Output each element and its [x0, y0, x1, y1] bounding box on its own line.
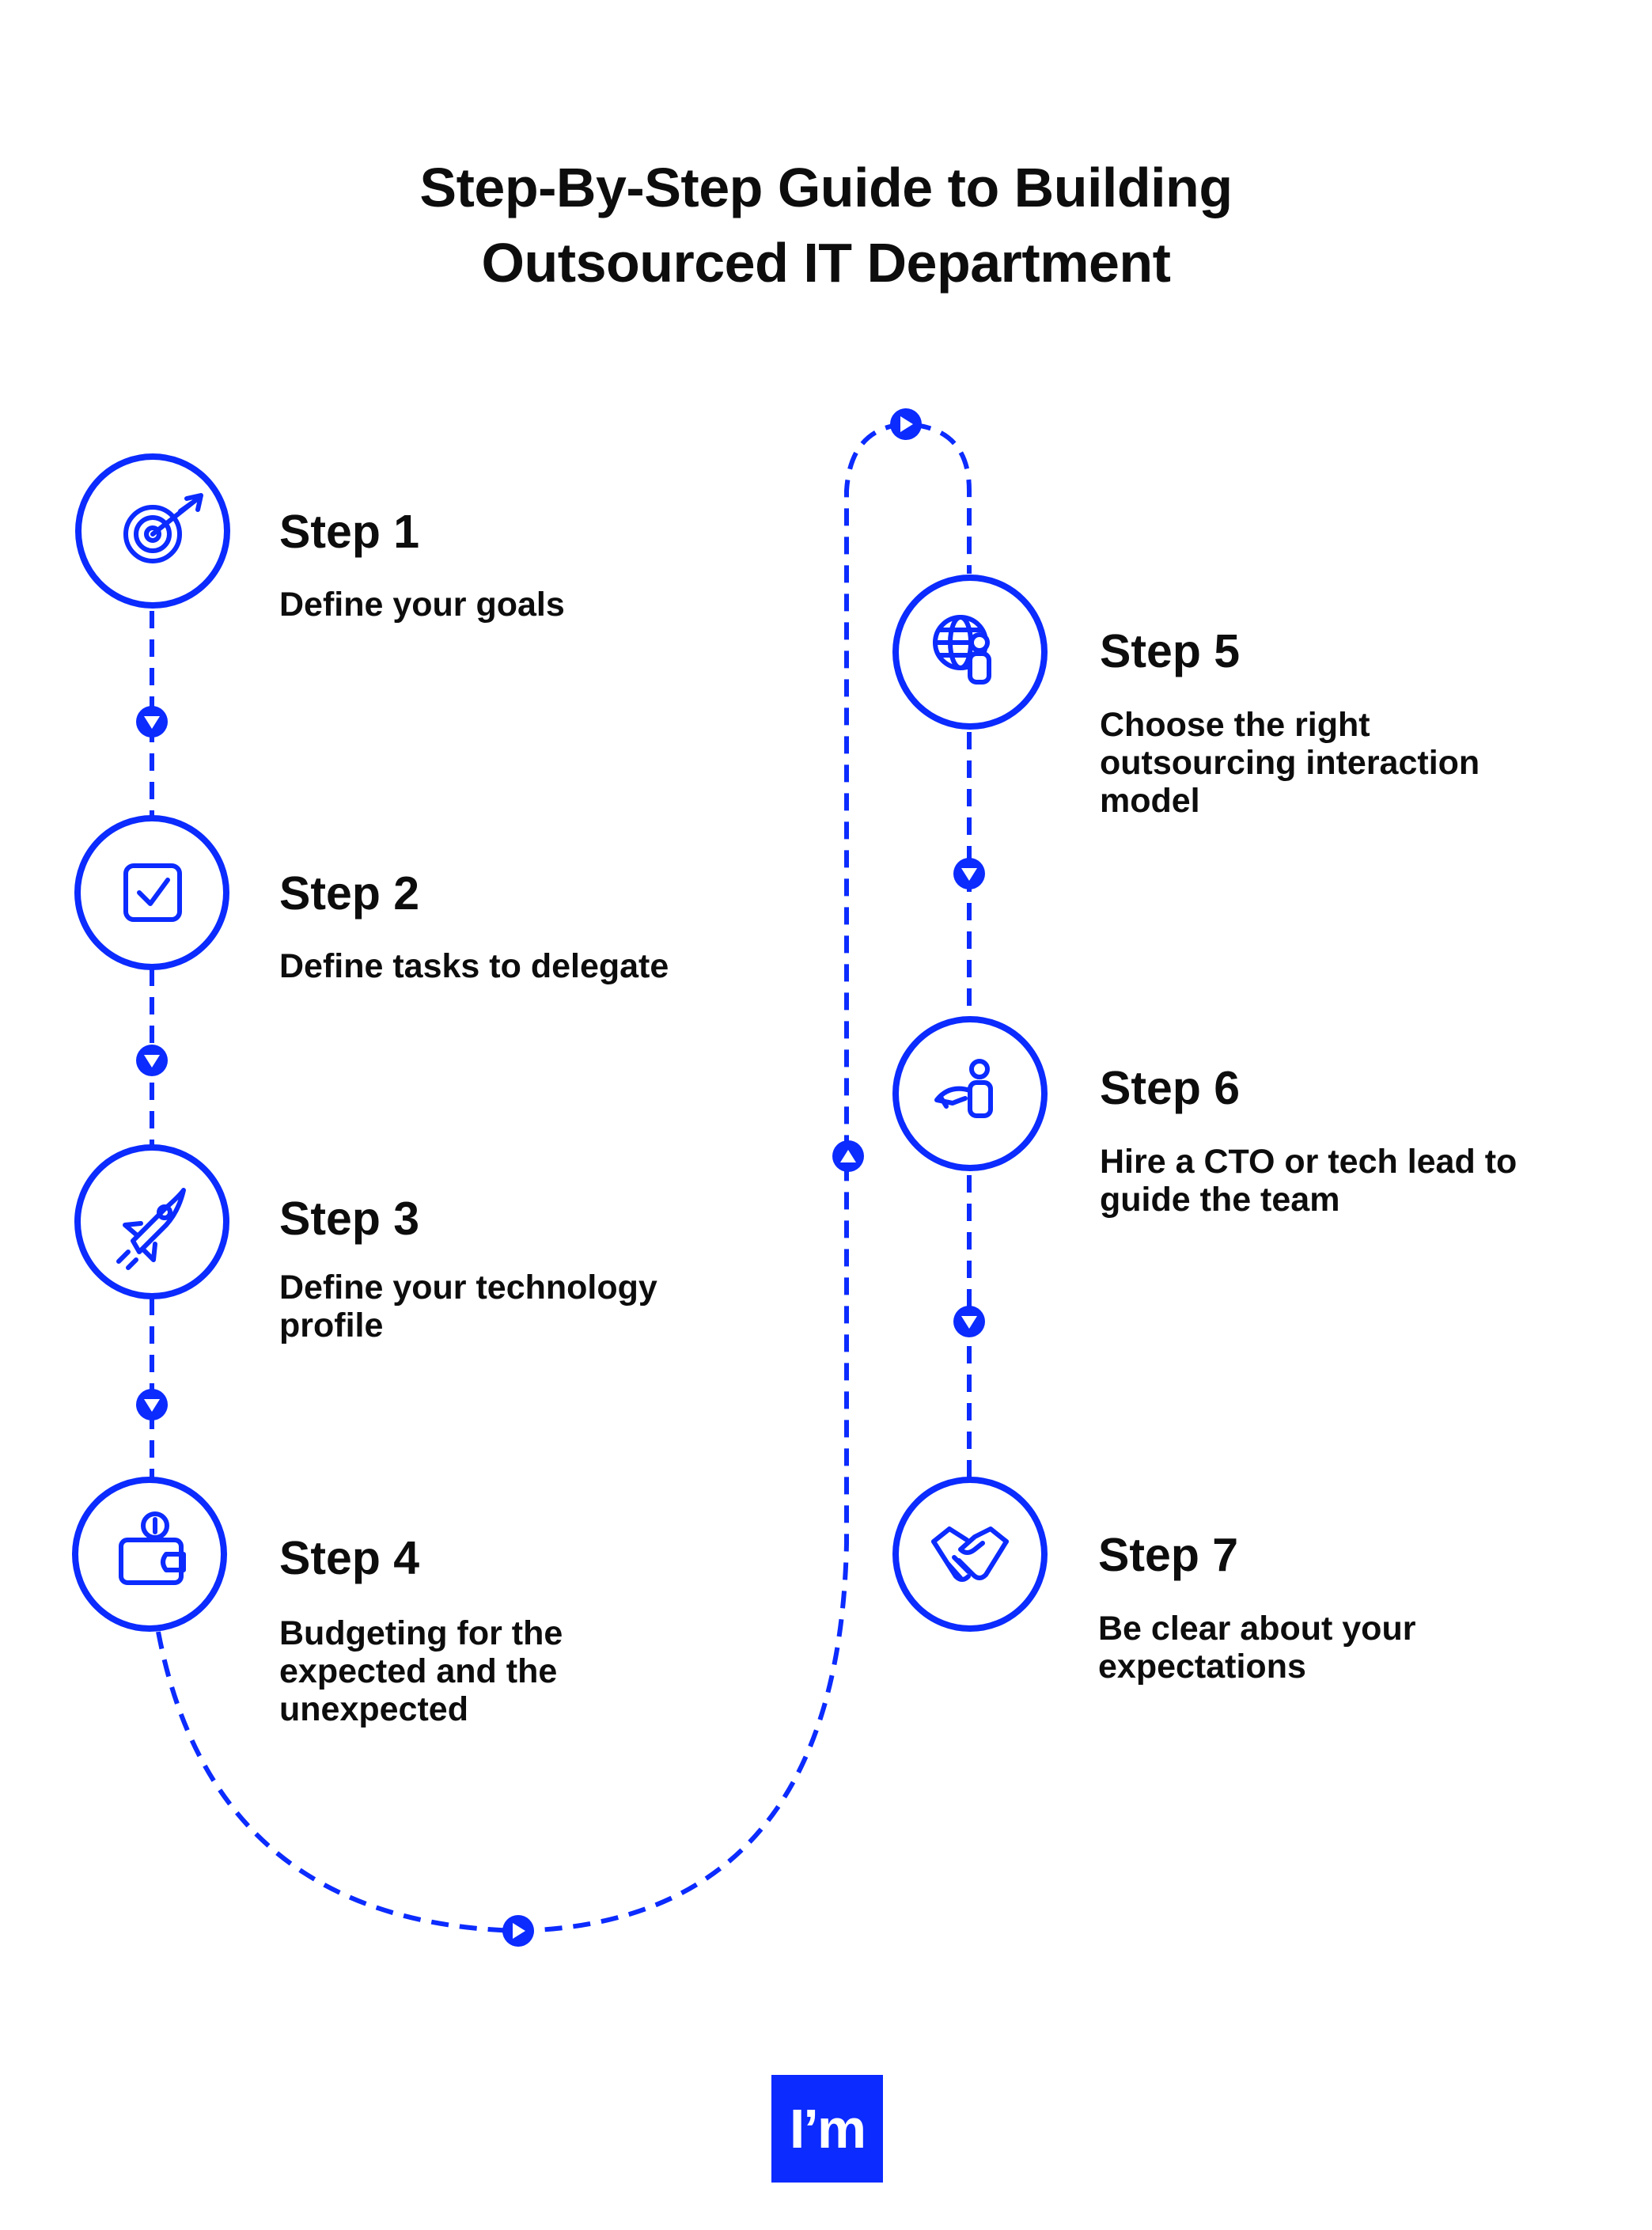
- person-hand-icon: [934, 1059, 993, 1118]
- step-2-circle: [74, 815, 229, 970]
- arrow-marker: [136, 706, 168, 738]
- arrow-marker: [953, 858, 985, 889]
- rocket-icon: [116, 1188, 186, 1270]
- step-1-heading: Step 1: [279, 506, 420, 558]
- arrow-marker: [953, 1306, 985, 1337]
- step-3-text: Define your technology profile: [279, 1269, 657, 1344]
- arrow-marker: [890, 408, 922, 440]
- step-5-heading: Step 5: [1100, 625, 1241, 677]
- title-line-1: Step-By-Step Guide to Building: [419, 157, 1233, 218]
- connector-4-5-loop: [156, 421, 972, 1934]
- step-4-heading: Step 4: [279, 1532, 420, 1584]
- arrow-marker: [136, 1045, 168, 1076]
- arrow-marker: [832, 1140, 864, 1172]
- step-2-heading: Step 2: [279, 867, 420, 920]
- brand-logo: I’m: [771, 2075, 883, 2183]
- step-4-circle: [72, 1477, 227, 1632]
- title-line-2: Outsourced IT Department: [481, 232, 1171, 294]
- target-arrow-icon: [123, 493, 203, 563]
- step-7-heading: Step 7: [1098, 1529, 1239, 1581]
- arrow-marker: [502, 1915, 534, 1947]
- wallet-coin-icon: [119, 1511, 186, 1585]
- step-7-text: Be clear about your expectations: [1098, 1610, 1416, 1686]
- step-3-heading: Step 3: [279, 1193, 420, 1245]
- handshake-icon: [931, 1526, 1009, 1582]
- page-title: Step-By-Step Guide to Building Outsource…: [193, 150, 1459, 301]
- step-2-text: Define tasks to delegate: [279, 947, 669, 985]
- globe-person-icon: [933, 615, 991, 685]
- checkbox-icon: [123, 863, 182, 922]
- step-5-text: Choose the right outsourcing interaction…: [1100, 706, 1480, 820]
- arrow-marker: [136, 1389, 168, 1420]
- step-6-text: Hire a CTO or tech lead to guide the tea…: [1100, 1143, 1517, 1219]
- step-4-text: Budgeting for the expected and the unexp…: [279, 1614, 563, 1728]
- step-1-circle: [75, 453, 230, 609]
- step-6-heading: Step 6: [1100, 1062, 1241, 1114]
- step-1-text: Define your goals: [279, 586, 565, 624]
